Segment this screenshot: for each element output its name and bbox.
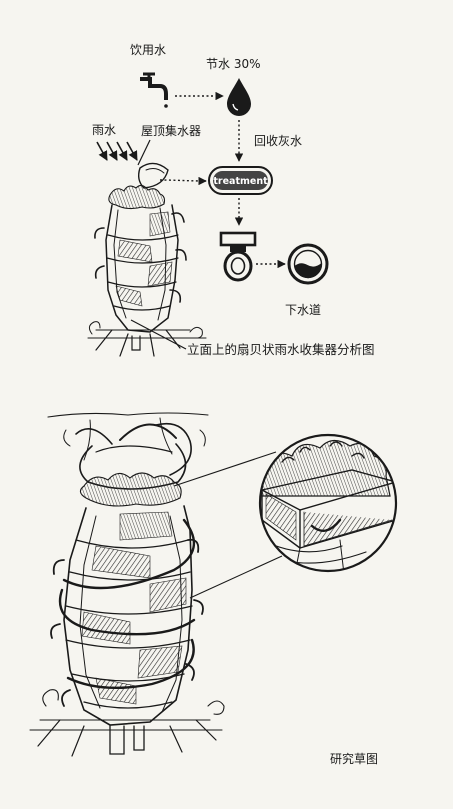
water-saving-label: 节水 30% — [206, 57, 261, 71]
zoom-connector — [173, 451, 283, 599]
drop-highlight — [232, 103, 239, 111]
drinking-water-label: 饮用水 — [130, 43, 167, 57]
water-drop-icon — [227, 78, 251, 116]
research-sketch-caption: 研究草图 — [330, 752, 379, 766]
roof-collector-label: 屋顶集水器 — [141, 124, 202, 138]
detail-magnifier — [258, 433, 398, 573]
sewer-icon — [287, 243, 329, 285]
toilet-icon — [219, 231, 257, 282]
analysis-leader — [130, 319, 187, 350]
facade-analysis-caption: 立面上的扇贝状雨水收集器分析图 — [187, 342, 375, 357]
treatment-text: treatment — [213, 176, 268, 187]
roof-collector-leader — [137, 139, 151, 166]
rain-label: 雨水 — [92, 123, 117, 137]
rain-arrows — [96, 141, 138, 161]
arrow-collector-to-treatment — [159, 176, 207, 186]
grey-water-label: 回收灰水 — [254, 134, 303, 148]
treatment-badge: treatment — [208, 166, 273, 195]
faucet-icon — [140, 72, 168, 108]
tower-sketch-top — [87, 162, 207, 357]
sewer-label: 下水道 — [285, 303, 322, 317]
tower-sketch-bottom — [29, 412, 225, 757]
